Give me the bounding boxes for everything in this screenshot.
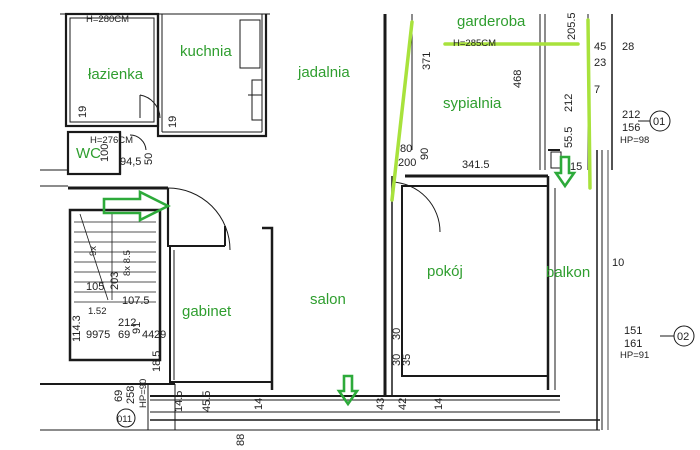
dim-circle-01: 01 (653, 116, 665, 128)
dim-75: 75 (98, 329, 110, 341)
dim-455: 45.5 (201, 391, 213, 412)
dim-90: 90 (419, 148, 431, 160)
dim-1075: 107.5 (122, 295, 150, 307)
dim-42: 42 (397, 398, 409, 410)
dim-circle-02: 02 (677, 331, 689, 343)
dim-19a: 19 (77, 106, 89, 118)
dim-hp98: HP=98 (620, 135, 649, 146)
dim-200: 200 (398, 157, 416, 169)
entrance-arrow-icon (102, 189, 171, 223)
dim-circle-011: 011 (117, 414, 132, 425)
dim-69a: 69 (118, 329, 130, 341)
dim-212b: 212 (622, 109, 640, 121)
arrows (102, 155, 577, 407)
dim-161: 161 (624, 338, 642, 350)
dim-88: 88 (235, 434, 247, 446)
dim-height-garderoba: H=285CM (453, 38, 496, 49)
dim-28: 28 (622, 41, 634, 53)
dim-50: 50 (143, 153, 155, 165)
dim-14b: 14 (433, 398, 445, 410)
room-label-balkon: balkon (546, 264, 590, 281)
room-labels: łazienka kuchnia jadalnia garderoba sypi… (76, 13, 590, 320)
dim-7: 7 (594, 84, 600, 96)
dim-145: 14.5 (173, 391, 185, 412)
dim-555: 55.5 (563, 127, 575, 148)
dim-43: 43 (375, 398, 387, 410)
balkon-exit-arrow-icon (553, 155, 577, 189)
room-label-garderoba: garderoba (457, 13, 526, 30)
dim-hp91: HP=91 (620, 350, 649, 361)
salon-exit-arrow-icon (336, 374, 360, 407)
room-label-pokoj: pokój (427, 263, 463, 280)
dim-44: 44 (142, 329, 154, 341)
dim-105: 105 (86, 281, 104, 293)
dim-100: 100 (99, 144, 111, 162)
dim-45: 45 (594, 41, 606, 53)
dim-14a: 14 (253, 398, 265, 410)
dim-69b: 69 (113, 390, 125, 402)
dim-hp90: HP=90 (138, 379, 149, 408)
dim-258: 258 (125, 386, 137, 404)
dim-151: 151 (624, 325, 642, 337)
dim-19b: 19 (167, 116, 179, 128)
room-label-salon: salon (310, 291, 346, 308)
dimension-labels: H=280CM 19 19 H=276CM 100 94,5 50 H=285C… (71, 12, 695, 446)
dim-94: 94,5 (120, 156, 141, 168)
dim-height-top: H=280CM (86, 14, 129, 25)
dim-10: 10 (612, 257, 624, 269)
dim-212c: 212 (118, 317, 136, 329)
dim-15: 15 (570, 161, 582, 173)
dim-152: 1.52 (88, 306, 107, 317)
dim-2055: 205.5 (566, 12, 578, 40)
dim-99: 99 (86, 329, 98, 341)
walls (40, 12, 613, 431)
room-label-lazienka: łazienka (88, 66, 144, 83)
room-label-wc: WC (76, 145, 101, 162)
room-label-jadalnia: jadalnia (297, 64, 350, 81)
dim-30a: 30 (391, 328, 403, 340)
dim-23: 23 (594, 57, 606, 69)
dim-185: 18.5 (151, 351, 163, 372)
dim-35: 35 (401, 354, 413, 366)
dim-3415: 341.5 (462, 159, 490, 171)
room-label-gabinet: gabinet (182, 303, 232, 320)
dim-80: 80 (400, 143, 412, 155)
highlight-outline (390, 18, 592, 202)
dim-height-wc: H=276CM (90, 135, 133, 146)
dim-212a: 212 (563, 94, 575, 112)
dim-156: 156 (622, 122, 640, 134)
dim-1143: 114.3 (71, 315, 83, 342)
dim-9x: 9x (88, 246, 99, 256)
room-label-kuchnia: kuchnia (180, 43, 232, 60)
dim-29: 29 (154, 329, 166, 341)
dim-85: 8x 8.5 (122, 250, 133, 276)
dim-203: 203 (109, 272, 121, 290)
dim-91: 91 (131, 322, 143, 334)
dim-371: 371 (421, 52, 433, 70)
room-label-sypialnia: sypialnia (443, 95, 502, 112)
dim-30b: 30 (391, 354, 403, 366)
dim-468: 468 (512, 70, 524, 88)
